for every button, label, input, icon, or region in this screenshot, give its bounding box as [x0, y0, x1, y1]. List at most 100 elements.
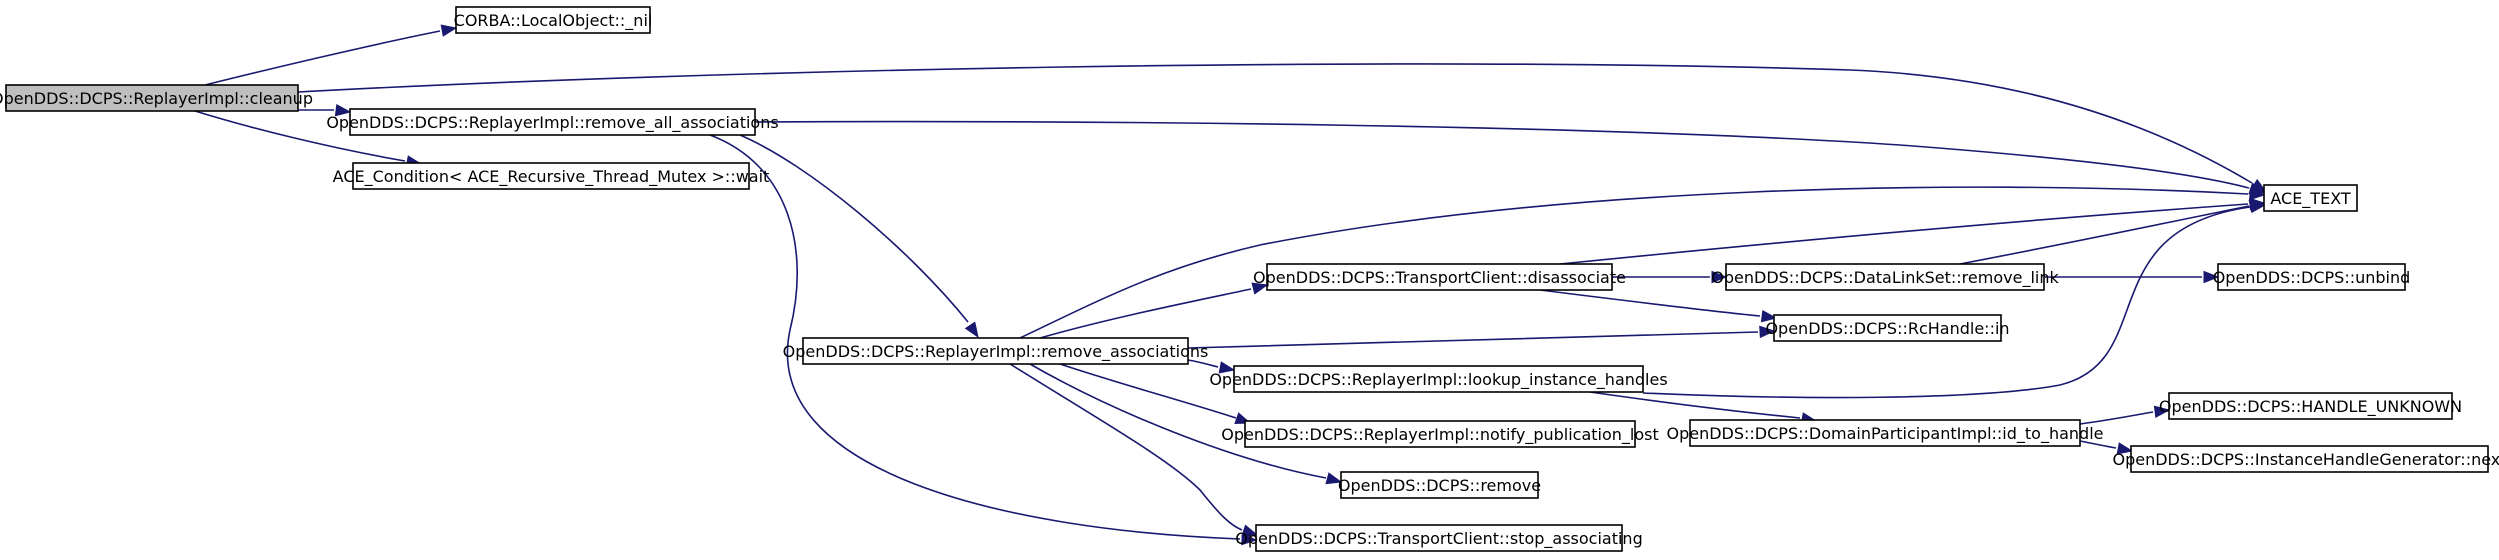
- node-label: ACE_Condition< ACE_Recursive_Thread_Mute…: [333, 167, 770, 187]
- node-hunknown[interactable]: OpenDDS::DCPS::HANDLE_UNKNOWN: [2159, 392, 2462, 420]
- node-rmassoc[interactable]: OpenDDS::DCPS::ReplayerImpl::remove_asso…: [783, 337, 1209, 365]
- node-cleanup[interactable]: OpenDDS::DCPS::ReplayerImpl::cleanup: [0, 84, 313, 112]
- edge-arrowhead: [440, 24, 458, 37]
- node-rmall[interactable]: OpenDDS::DCPS::ReplayerImpl::remove_all_…: [326, 108, 779, 136]
- node-box: [2168, 392, 2453, 420]
- edge-line: [2079, 440, 2117, 449]
- edge-line: [204, 30, 441, 86]
- node-box: [349, 108, 756, 136]
- node-remove[interactable]: OpenDDS::DCPS::remove: [1338, 471, 1541, 499]
- node-box: [2130, 445, 2489, 473]
- edge-line: [1009, 363, 1243, 531]
- node-box: [2217, 263, 2406, 291]
- edge-disassoc-to-acetext: [1559, 197, 2266, 265]
- edge-line: [2079, 411, 2154, 425]
- edge-line: [709, 134, 1241, 540]
- edge-arrowhead: [964, 321, 979, 339]
- edge-rmassoc-to-acetext: [1019, 186, 2266, 339]
- edge-rmassoc-to-rcin: [1187, 325, 1776, 349]
- node-label: OpenDDS::DCPS::InstanceHandleGenerator::…: [2112, 450, 2499, 469]
- node-rcin[interactable]: OpenDDS::DCPS::RcHandle::in: [1765, 314, 2010, 342]
- node-box: [802, 337, 1189, 365]
- edge-line: [1059, 363, 1237, 419]
- node-box: [1255, 524, 1623, 552]
- edge-line: [1559, 203, 2249, 265]
- node-stopassoc[interactable]: OpenDDS::DCPS::TransportClient::stop_ass…: [1235, 524, 1643, 552]
- edge-arrowhead: [1325, 472, 1343, 485]
- node-label: OpenDDS::DCPS::DataLinkSet::remove_link: [1711, 268, 2059, 288]
- edge-line: [1959, 205, 2250, 265]
- node-disassoc[interactable]: OpenDDS::DCPS::TransportClient::disassoc…: [1253, 263, 1626, 291]
- edge-rmassoc-to-stopassoc: [1009, 363, 1259, 537]
- edge-disassoc-to-rmlink: [1612, 270, 1728, 284]
- node-label: OpenDDS::DCPS::remove: [1338, 476, 1541, 495]
- edge-arrowhead: [1251, 282, 1269, 295]
- edge-arrowhead: [2116, 442, 2134, 455]
- node-label: OpenDDS::DCPS::ReplayerImpl::notify_publ…: [1221, 425, 1659, 445]
- edge-arrowhead: [2249, 200, 2267, 214]
- node-wait[interactable]: ACE_Condition< ACE_Recursive_Thread_Mute…: [333, 162, 770, 190]
- call-nodes: OpenDDS::DCPS::ReplayerImpl::cleanup CORB…: [0, 6, 2499, 552]
- edge-line: [754, 120, 2250, 189]
- edge-rmassoc-to-disassoc: [1039, 282, 1269, 339]
- node-unbind[interactable]: OpenDDS::DCPS::unbind: [2213, 263, 2411, 291]
- node-label: OpenDDS::DCPS::unbind: [2213, 268, 2411, 287]
- node-box: [352, 162, 750, 190]
- edge-line: [1029, 363, 1327, 479]
- edge-rmassoc-to-lookup: [1187, 359, 1236, 374]
- node-label: OpenDDS::DCPS::TransportClient::stop_ass…: [1235, 529, 1642, 549]
- edge-idtohandle-to-next: [2079, 440, 2134, 455]
- edge-rmlink-to-acetext: [1959, 199, 2266, 265]
- edge-line: [1539, 289, 1761, 317]
- node-label: CORBA::LocalObject::_nil: [454, 11, 653, 31]
- edge-arrowhead: [1759, 325, 1776, 339]
- node-acetext[interactable]: ACE_TEXT: [2263, 184, 2358, 212]
- node-box: [455, 6, 651, 34]
- edge-cleanup-to-nil: [204, 24, 458, 86]
- node-box: [1340, 471, 1539, 499]
- node-label: OpenDDS::DCPS::ReplayerImpl::remove_all_…: [326, 113, 778, 133]
- edge-rmall-to-acetext: [754, 120, 2266, 195]
- node-label: OpenDDS::DCPS::RcHandle::in: [1765, 319, 2009, 338]
- node-label: OpenDDS::DCPS::ReplayerImpl::lookup_inst…: [1209, 370, 1667, 390]
- node-box: [1725, 263, 2045, 291]
- edge-arrowhead: [1218, 361, 1236, 374]
- node-label: OpenDDS::DCPS::ReplayerImpl::cleanup: [0, 89, 313, 108]
- edge-idtohandle-to-hunknown: [2079, 405, 2171, 425]
- edge-arrowhead: [2249, 187, 2266, 201]
- edge-arrowhead: [334, 104, 352, 117]
- edge-rmassoc-to-remove: [1029, 363, 1343, 485]
- node-notify[interactable]: OpenDDS::DCPS::ReplayerImpl::notify_publ…: [1221, 420, 1659, 448]
- edge-arrowhead: [1241, 532, 1258, 546]
- edge-arrowhead: [2153, 405, 2171, 418]
- node-label: OpenDDS::DCPS::DomainParticipantImpl::id…: [1666, 424, 2103, 444]
- edge-line: [1187, 359, 1219, 368]
- node-label: OpenDDS::DCPS::TransportClient::disassoc…: [1253, 268, 1626, 287]
- edge-arrowhead: [1711, 270, 1728, 284]
- node-label: OpenDDS::DCPS::ReplayerImpl::remove_asso…: [783, 342, 1209, 362]
- node-box: [1244, 420, 1636, 448]
- edge-cleanup-to-rmall: [298, 104, 352, 117]
- node-idtohandle[interactable]: OpenDDS::DCPS::DomainParticipantImpl::id…: [1666, 419, 2104, 447]
- edge-line: [1019, 186, 2249, 339]
- node-box: [1773, 314, 2002, 342]
- edge-line: [1187, 331, 1759, 349]
- node-nil[interactable]: CORBA::LocalObject::_nil: [454, 6, 653, 34]
- edge-line: [739, 134, 969, 323]
- node-label: ACE_TEXT: [2270, 189, 2351, 209]
- edge-arrowhead: [1241, 524, 1259, 537]
- node-box: [5, 84, 299, 112]
- edge-disassoc-to-rcin: [1539, 289, 1778, 323]
- node-next[interactable]: OpenDDS::DCPS::InstanceHandleGenerator::…: [2112, 445, 2499, 473]
- edge-line: [1589, 391, 1801, 419]
- node-box: [1266, 263, 1613, 291]
- node-rmlink[interactable]: OpenDDS::DCPS::DataLinkSet::remove_link: [1711, 263, 2059, 291]
- edge-rmlink-to-unbind: [2044, 270, 2220, 284]
- edge-line: [1039, 288, 1252, 339]
- edge-line: [1642, 206, 2251, 399]
- node-label: OpenDDS::DCPS::HANDLE_UNKNOWN: [2159, 397, 2462, 417]
- node-box: [2263, 184, 2358, 212]
- edge-lookup-to-acetext: [1642, 200, 2267, 399]
- node-lookup[interactable]: OpenDDS::DCPS::ReplayerImpl::lookup_inst…: [1209, 365, 1668, 393]
- edge-rmall-to-stopassoc: [709, 134, 1258, 546]
